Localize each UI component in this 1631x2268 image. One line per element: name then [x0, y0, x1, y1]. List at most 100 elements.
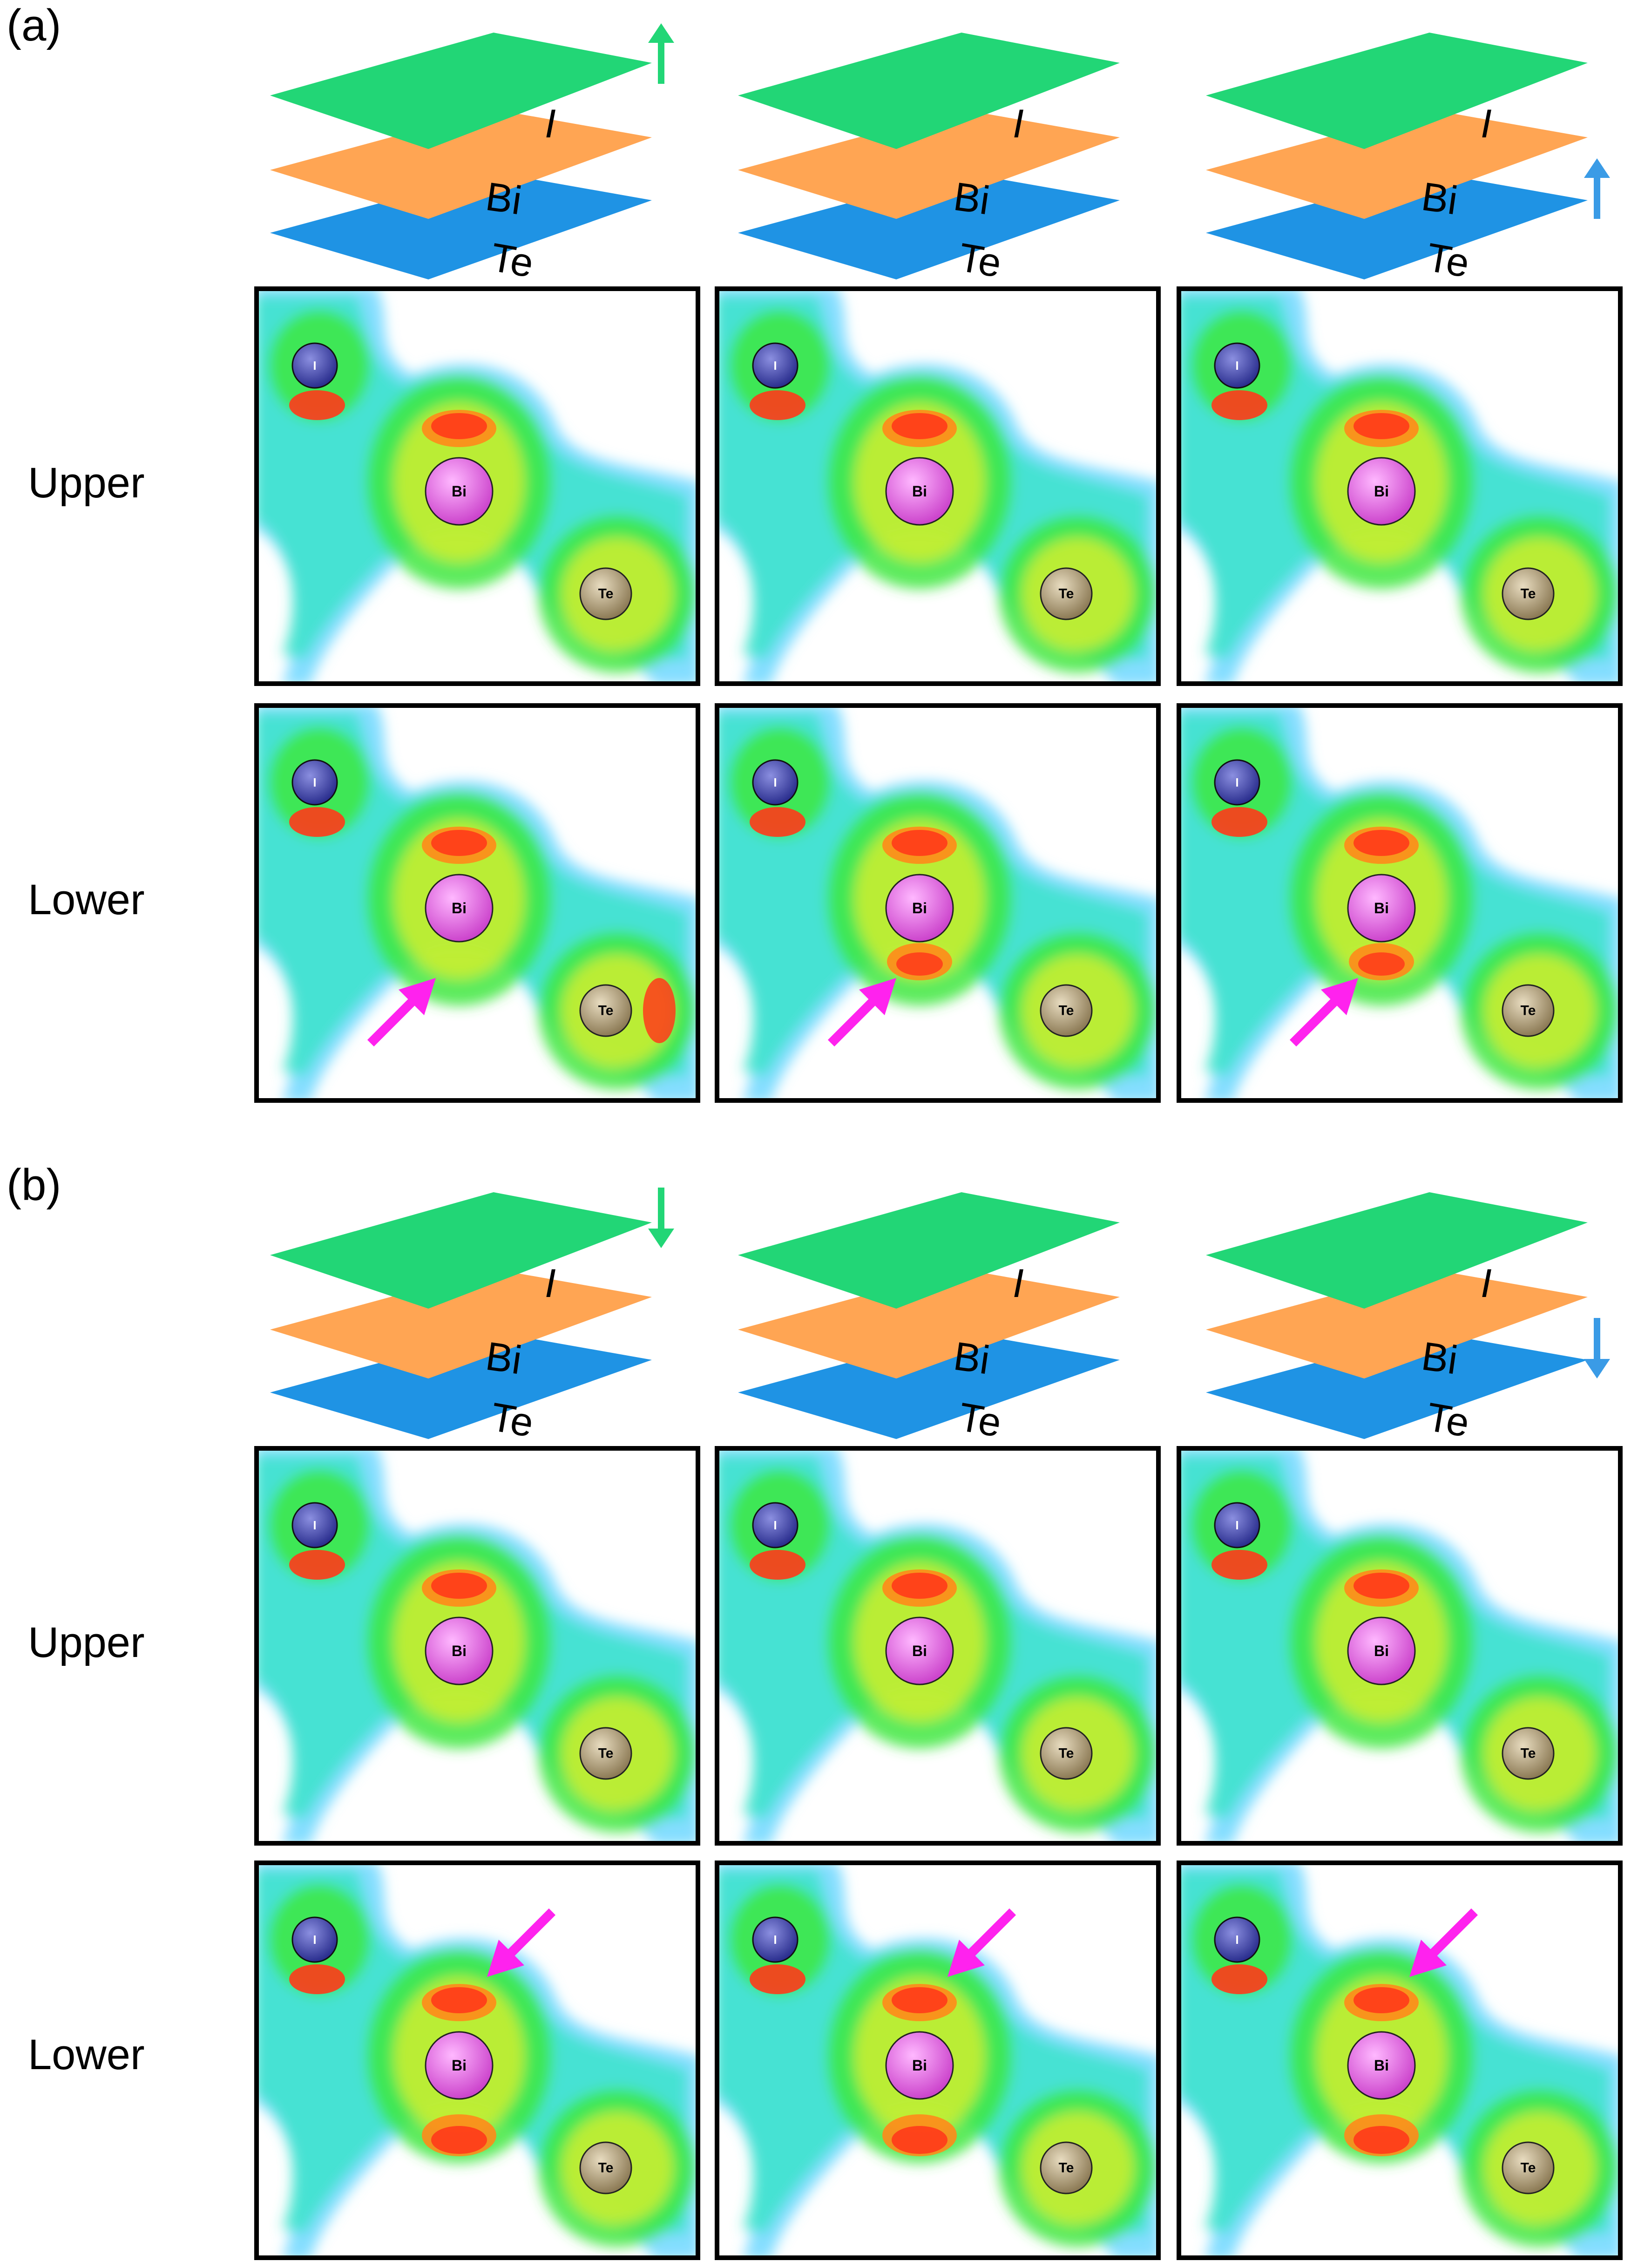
layer-label-te: Te: [955, 235, 1005, 279]
svg-text:Bi: Bi: [912, 900, 927, 917]
layer-label-i: I: [545, 1261, 556, 1306]
atom-bismuth: Bi: [1347, 2031, 1416, 2100]
atom-bismuth: Bi: [885, 2031, 954, 2100]
svg-text:I: I: [313, 1518, 316, 1532]
svg-text:I: I: [313, 359, 316, 373]
layer-label-bi: Bi: [951, 1334, 992, 1383]
atom-tellurium: Te: [1040, 567, 1093, 620]
atom-bismuth: Bi: [425, 2031, 494, 2100]
layer-label-te: Te: [487, 235, 537, 279]
svg-text:I: I: [1235, 1518, 1238, 1532]
svg-text:Te: Te: [598, 586, 614, 602]
svg-text:Te: Te: [1059, 1003, 1074, 1019]
svg-text:Te: Te: [598, 1003, 614, 1019]
layer-bi: [270, 109, 652, 219]
atom-iodine: I: [1214, 759, 1260, 806]
svg-text:Bi: Bi: [1374, 1643, 1389, 1659]
layer-label-bi: Bi: [1419, 174, 1460, 224]
layer-i: [270, 1192, 652, 1309]
layer-te: [1206, 172, 1588, 279]
layer-bi: [738, 1269, 1120, 1378]
svg-text:Te: Te: [598, 2160, 614, 2176]
atom-bismuth: Bi: [425, 1616, 494, 1685]
layer-i: [1206, 33, 1588, 149]
atom-iodine: I: [752, 759, 799, 806]
layer-bi: [1206, 1269, 1588, 1378]
pointer-arrow-icon: [947, 1908, 1016, 1977]
layer-label-i: I: [545, 102, 556, 146]
atom-bismuth: Bi: [425, 457, 494, 526]
svg-text:Bi: Bi: [452, 2057, 467, 2074]
pointer-arrow-icon: [487, 1908, 556, 1977]
up-arrow-icon: [648, 23, 674, 84]
layer-te: [1206, 1332, 1588, 1439]
down-arrow-icon: [648, 1188, 674, 1248]
atom-iodine: I: [752, 342, 799, 389]
atom-bismuth: Bi: [1347, 1616, 1416, 1685]
layer-te: [270, 172, 652, 279]
layer-bi: [1206, 109, 1588, 219]
layer-te: [738, 172, 1120, 279]
svg-text:I: I: [773, 1518, 777, 1532]
up-arrow-icon: [1584, 158, 1610, 219]
svg-text:I: I: [773, 1933, 777, 1947]
svg-text:Bi: Bi: [1374, 2057, 1389, 2074]
atom-iodine: I: [752, 1502, 799, 1548]
layer-i: [738, 1192, 1120, 1309]
layer-bi: [738, 109, 1120, 219]
row-label-a-lower: Lower: [28, 876, 145, 923]
svg-text:I: I: [1235, 775, 1238, 789]
svg-text:I: I: [773, 359, 777, 373]
layer-label-i: I: [1013, 1261, 1024, 1306]
layer-label-te: Te: [1423, 235, 1473, 279]
atom-iodine: I: [291, 1916, 338, 1963]
layer-label-i: I: [1481, 102, 1492, 146]
pointer-arrow-icon: [367, 978, 436, 1047]
atom-tellurium: Te: [579, 567, 632, 620]
layer-i: [1206, 1192, 1588, 1309]
svg-text:Te: Te: [1521, 1746, 1536, 1761]
atom-tellurium: Te: [1502, 567, 1555, 620]
atom-bismuth: Bi: [885, 1616, 954, 1685]
atom-bismuth: Bi: [1347, 457, 1416, 526]
panel-a-label: (a): [7, 0, 61, 50]
layer-label-te: Te: [487, 1394, 537, 1439]
atom-bismuth: Bi: [885, 874, 954, 943]
svg-text:Bi: Bi: [1374, 483, 1389, 500]
layer-label-i: I: [1481, 1261, 1492, 1306]
svg-text:Te: Te: [598, 1746, 614, 1761]
svg-text:Te: Te: [1059, 586, 1074, 602]
layer-label-bi: Bi: [951, 174, 992, 224]
atom-tellurium: Te: [1502, 1727, 1555, 1780]
atom-bismuth: Bi: [425, 874, 494, 943]
layer-label-te: Te: [1423, 1394, 1473, 1439]
layer-bi: [270, 1269, 652, 1378]
atom-iodine: I: [291, 342, 338, 389]
atom-tellurium: Te: [1502, 984, 1555, 1037]
layer-i: [738, 33, 1120, 149]
svg-text:Te: Te: [1521, 2160, 1536, 2176]
atom-bismuth: Bi: [1347, 874, 1416, 943]
atom-tellurium: Te: [1040, 1727, 1093, 1780]
layer-te: [738, 1332, 1120, 1439]
row-label-a-upper: Upper: [28, 459, 145, 507]
atom-iodine: I: [752, 1916, 799, 1963]
pointer-arrow-icon: [1289, 978, 1358, 1047]
svg-text:Te: Te: [1521, 586, 1536, 602]
pointer-arrow-icon: [827, 978, 896, 1047]
svg-text:Bi: Bi: [912, 1643, 927, 1659]
svg-text:Bi: Bi: [452, 900, 467, 917]
svg-text:Te: Te: [1059, 1746, 1074, 1761]
atom-iodine: I: [291, 759, 338, 806]
